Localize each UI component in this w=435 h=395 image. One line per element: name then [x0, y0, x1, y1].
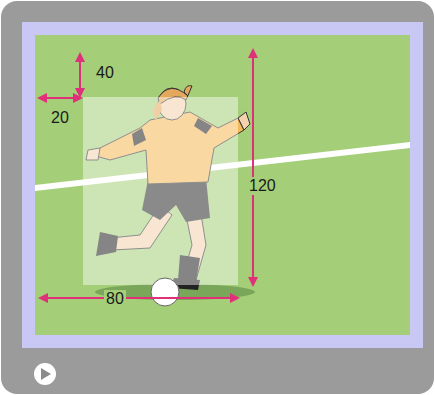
image-area: [83, 97, 238, 285]
grass-field: [35, 35, 410, 335]
dimension-label: 40: [94, 64, 116, 82]
play-button: [34, 363, 56, 385]
dimension-arrows: [37, 48, 258, 303]
play-icon: [41, 368, 51, 380]
screen-border: [22, 22, 423, 348]
ball: [151, 278, 179, 306]
dimension-label: 80: [104, 290, 126, 308]
dimension-label: 120: [247, 177, 278, 195]
dimension-label: 20: [49, 109, 71, 127]
